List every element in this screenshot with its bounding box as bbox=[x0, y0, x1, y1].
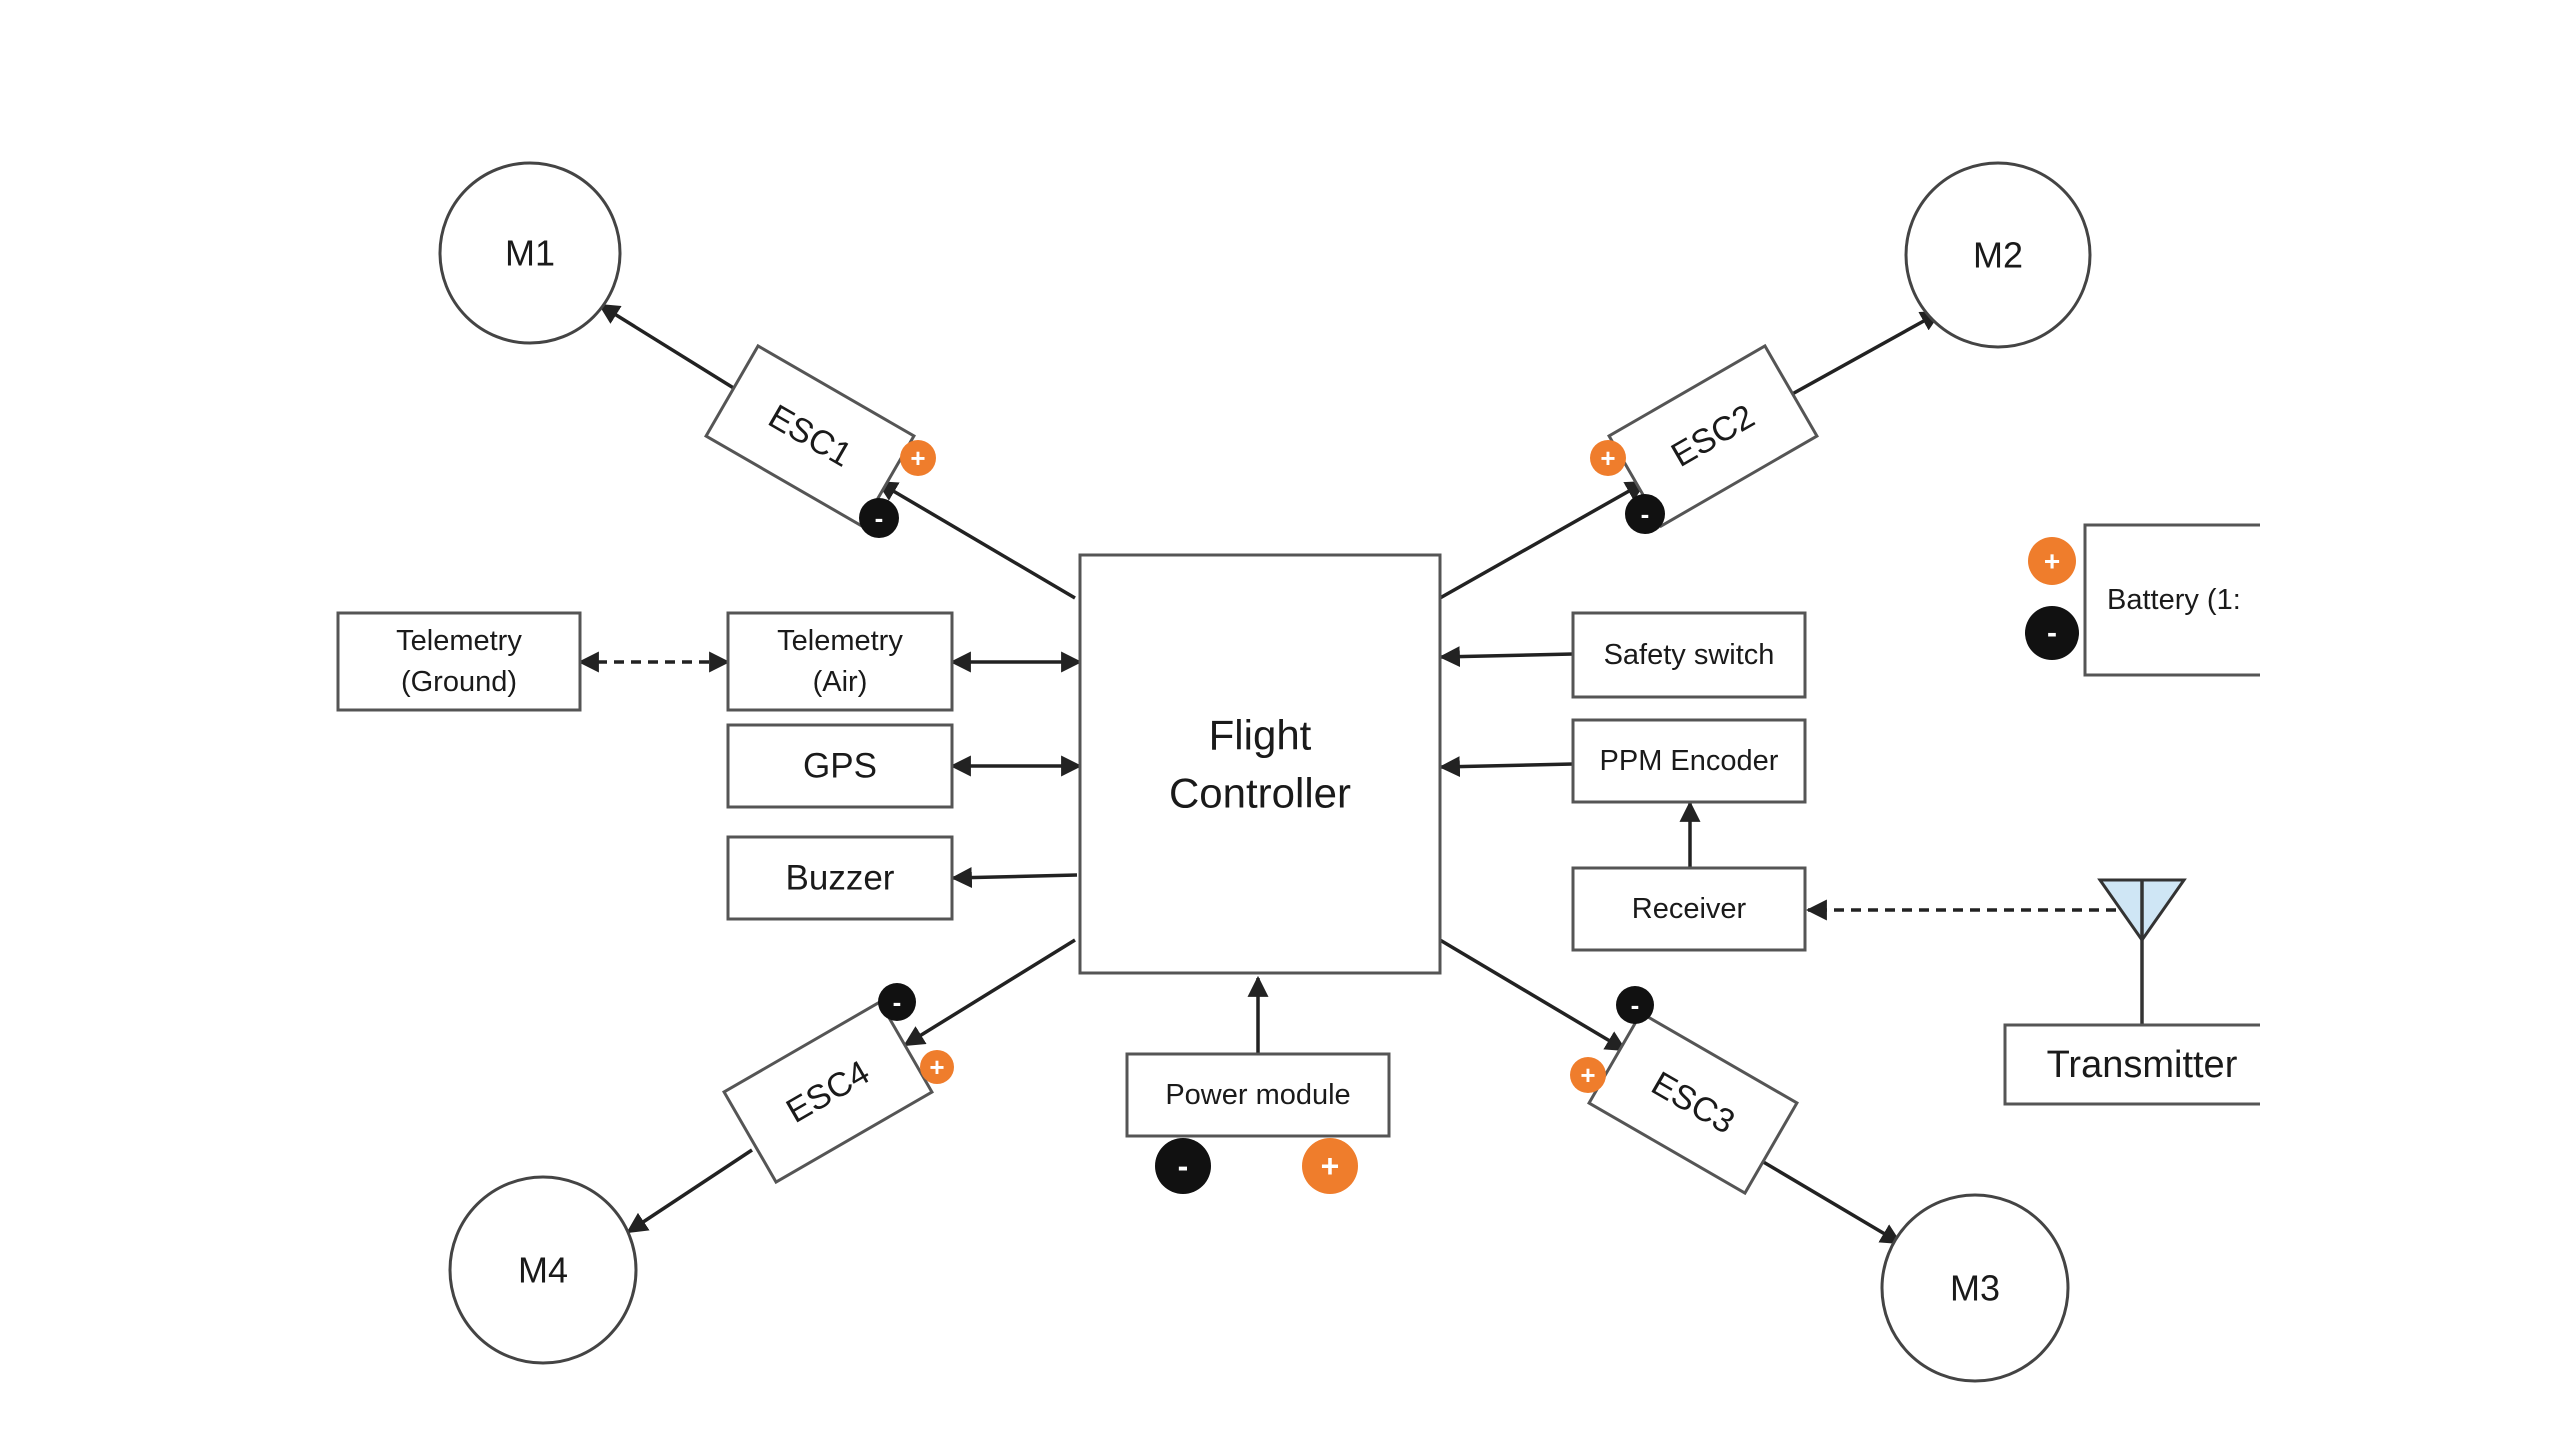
flight-controller-box: Flight Controller bbox=[1078, 553, 1442, 975]
esc1-plus-terminal: + bbox=[900, 440, 936, 476]
esc4-box: ESC4 bbox=[722, 999, 934, 1185]
svg-text:-: - bbox=[893, 987, 902, 1017]
wire-fc-esc2 bbox=[1439, 480, 1647, 600]
buzzer-box: Buzzer bbox=[726, 835, 954, 921]
wire-esc4-m4 bbox=[626, 1148, 753, 1234]
esc4-minus-terminal: - bbox=[878, 983, 916, 1021]
buzzer-label: Buzzer bbox=[786, 859, 895, 898]
link-fc-buzzer bbox=[950, 867, 1078, 889]
transmitter-label: Transmitter bbox=[2047, 1044, 2238, 1086]
motor-m4: M4 bbox=[448, 1175, 638, 1365]
gps-box: GPS bbox=[726, 723, 954, 809]
battery-label: Battery (1: bbox=[2107, 584, 2241, 616]
power-minus-terminal: - bbox=[1155, 1138, 1211, 1194]
ppm-encoder-box: PPM Encoder bbox=[1571, 718, 1807, 804]
battery-box: Battery (1: bbox=[2083, 523, 2260, 677]
svg-text:-: - bbox=[2047, 617, 2057, 650]
motor-m1: M1 bbox=[438, 161, 622, 345]
esc3-minus-terminal: - bbox=[1616, 986, 1654, 1024]
svg-text:+: + bbox=[910, 443, 925, 473]
link-ppm-fc bbox=[1438, 756, 1574, 778]
telemetry-air-line1: Telemetry bbox=[777, 625, 903, 657]
flight-controller-title-line2: Controller bbox=[1169, 770, 1351, 817]
battery-minus-terminal: - bbox=[2025, 606, 2079, 660]
motor-m2: M2 bbox=[1904, 161, 2092, 349]
receiver-box: Receiver bbox=[1571, 866, 1807, 952]
flight-controller-title-line1: Flight bbox=[1209, 712, 1312, 759]
motor-m4-label: M4 bbox=[518, 1250, 568, 1291]
telemetry-ground-line1: Telemetry bbox=[396, 625, 522, 657]
svg-text:-: - bbox=[1631, 990, 1640, 1020]
esc1-minus-terminal: - bbox=[859, 498, 899, 538]
esc2-minus-terminal: - bbox=[1625, 494, 1665, 534]
motor-m3: M3 bbox=[1880, 1193, 2070, 1383]
gps-label: GPS bbox=[803, 747, 877, 786]
wire-fc-esc1 bbox=[876, 480, 1076, 600]
telemetry-air-box: Telemetry (Air) bbox=[726, 611, 954, 712]
power-module-box: Power module bbox=[1125, 1052, 1391, 1138]
wire-esc3-m3 bbox=[1759, 1158, 1902, 1245]
svg-text:-: - bbox=[1178, 1148, 1189, 1184]
esc3-box: ESC3 bbox=[1587, 1010, 1799, 1196]
svg-text:+: + bbox=[1600, 443, 1615, 473]
svg-text:-: - bbox=[1641, 499, 1650, 529]
safety-switch-label: Safety switch bbox=[1604, 639, 1775, 671]
esc3-plus-terminal: + bbox=[1570, 1057, 1606, 1093]
svg-text:+: + bbox=[1580, 1060, 1595, 1090]
svg-text:+: + bbox=[1321, 1148, 1340, 1184]
wire-esc2-m2 bbox=[1784, 310, 1942, 400]
safety-switch-box: Safety switch bbox=[1571, 611, 1807, 699]
motor-m2-label: M2 bbox=[1973, 235, 2023, 276]
antenna-icon bbox=[2097, 878, 2187, 1025]
motor-m1-label: M1 bbox=[505, 233, 555, 274]
esc2-box: ESC2 bbox=[1607, 343, 1819, 529]
ppm-encoder-label: PPM Encoder bbox=[1600, 745, 1779, 777]
esc2-plus-terminal: + bbox=[1590, 440, 1626, 476]
motor-m3-label: M3 bbox=[1950, 1268, 2000, 1309]
esc4-plus-terminal: + bbox=[920, 1050, 954, 1084]
link-safety-fc bbox=[1438, 646, 1574, 668]
right-mask bbox=[2260, 0, 2560, 1440]
transmitter-box: Transmitter bbox=[2003, 1023, 2260, 1106]
svg-text:+: + bbox=[2044, 546, 2060, 577]
telemetry-air-line2: (Air) bbox=[813, 666, 868, 698]
wire-fc-esc4 bbox=[903, 938, 1076, 1047]
receiver-label: Receiver bbox=[1632, 893, 1747, 925]
wire-esc1-m1 bbox=[598, 303, 741, 394]
telemetry-ground-box: Telemetry (Ground) bbox=[336, 611, 582, 712]
svg-text:+: + bbox=[929, 1052, 944, 1082]
svg-text:-: - bbox=[875, 503, 884, 533]
esc1-box: ESC1 bbox=[704, 343, 916, 529]
battery-plus-terminal: + bbox=[2028, 537, 2076, 585]
power-module-label: Power module bbox=[1165, 1079, 1350, 1111]
telemetry-ground-line2: (Ground) bbox=[401, 666, 517, 698]
power-plus-terminal: + bbox=[1302, 1138, 1358, 1194]
wire-fc-esc3 bbox=[1439, 938, 1627, 1052]
